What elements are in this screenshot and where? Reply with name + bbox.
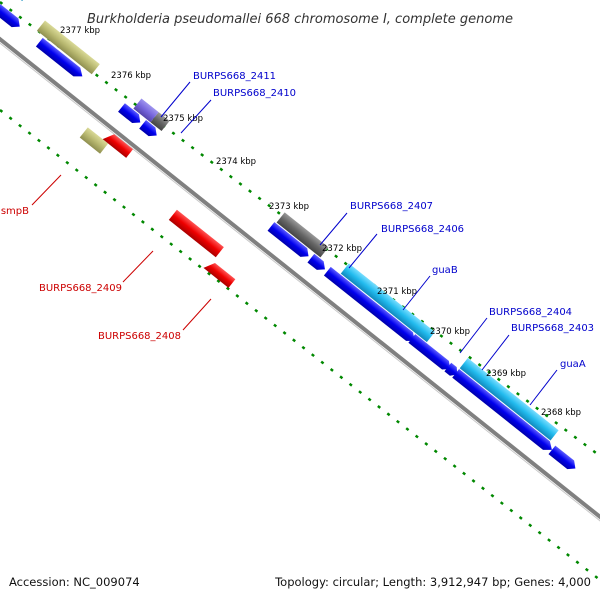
tick-label-2372: 2372 kbp — [322, 244, 362, 254]
label-smpb[interactable]: smpB — [1, 206, 29, 217]
tick-label-2377: 2377 kbp — [60, 26, 100, 36]
feature-burps668-2410[interactable] — [150, 112, 170, 132]
leader-burps668-2403 — [481, 334, 510, 371]
leader-burps668-2410 — [180, 99, 212, 134]
label-guaa[interactable]: guaA — [560, 359, 586, 370]
cds-burps668-2408[interactable] — [203, 259, 236, 288]
leader-burps668-2407 — [319, 212, 348, 246]
tick-label-2369: 2369 kbp — [486, 369, 526, 379]
label-burps668-2406[interactable]: BURPS668_2406 — [381, 224, 464, 235]
cds-long-2370[interactable] — [323, 266, 418, 345]
cds-arrow-right-edge[interactable] — [548, 445, 579, 473]
tick-label-2375: 2375 kbp — [163, 114, 203, 124]
label-burps668-2408[interactable]: BURPS668_2408 — [98, 331, 181, 342]
cds-long-2368[interactable] — [452, 369, 555, 454]
feature-olive-2377[interactable] — [36, 20, 100, 75]
tick-label-2376: 2376 kbp — [111, 71, 151, 81]
tick-label-2374: 2374 kbp — [216, 157, 256, 167]
leader-burps668-2404 — [459, 317, 488, 354]
label-burps668-2411[interactable]: BURPS668_2411 — [193, 71, 276, 82]
leader-burps668-2408 — [182, 298, 212, 331]
cds-arrow-2375b[interactable] — [139, 120, 160, 140]
leader-burps668-2409 — [122, 250, 154, 283]
tick-label-2368: 2368 kbp — [541, 408, 581, 418]
label-burps668-2404[interactable]: BURPS668_2404 — [489, 307, 572, 318]
accession-text: Accession: NC_009074 — [9, 575, 140, 589]
feature-burps668-2411[interactable] — [133, 98, 159, 123]
map-title: Burkholderia pseudomallei 668 chromosome… — [87, 12, 513, 27]
cds-burps668-2406[interactable] — [267, 222, 312, 260]
tick-label-2373: 2373 kbp — [269, 202, 309, 212]
tick-label-2371: 2371 kbp — [377, 287, 417, 297]
genome-summary-text: Topology: circular; Length: 3,912,947 bp… — [274, 575, 591, 589]
leader-guab — [402, 275, 431, 311]
leader-smpb — [31, 174, 62, 206]
cds-small-2371[interactable] — [307, 253, 328, 274]
label-leaders — [31, 81, 558, 406]
leader-guaa — [529, 369, 558, 406]
tick-labels: 2377 kbp 2376 kbp 2375 kbp 2374 kbp 2373… — [60, 26, 581, 418]
feature-burps668-2407[interactable] — [276, 212, 329, 258]
label-burps668-2409[interactable]: BURPS668_2409 — [39, 283, 122, 294]
cds-arrow-left-edge[interactable] — [0, 0, 23, 31]
cds-arrow-2375a[interactable] — [118, 103, 144, 127]
cds-burps668-2409[interactable] — [168, 209, 224, 258]
feature-guaa[interactable] — [459, 358, 559, 441]
feature-tracks — [0, 0, 579, 473]
feature-guab[interactable] — [340, 263, 435, 343]
cds-burps668-2403[interactable] — [444, 362, 460, 379]
genome-backbone — [0, 36, 600, 520]
label-burps668-2403[interactable]: BURPS668_2403 — [511, 323, 594, 334]
label-burps668-2407[interactable]: BURPS668_2407 — [350, 201, 433, 212]
feature-cyan-edge[interactable] — [3, 0, 30, 2]
cds-arrow-2376[interactable] — [35, 37, 86, 81]
label-burps668-2410[interactable]: BURPS668_2410 — [213, 88, 296, 99]
tick-label-2370: 2370 kbp — [430, 327, 470, 337]
genome-backbone-highlight — [0, 42, 600, 522]
cds-burps668-2409-small[interactable] — [102, 131, 134, 158]
leader-burps668-2406 — [348, 233, 378, 269]
cds-burps668-2404[interactable] — [408, 334, 453, 373]
label-guab[interactable]: guaB — [432, 265, 458, 276]
feature-smpb-rna[interactable] — [79, 127, 109, 154]
leader-burps668-2411 — [160, 81, 191, 118]
gene-labels: BURPS668_2411 BURPS668_2410 BURPS668_240… — [1, 71, 594, 370]
inner-tick-ring — [0, 109, 600, 581]
